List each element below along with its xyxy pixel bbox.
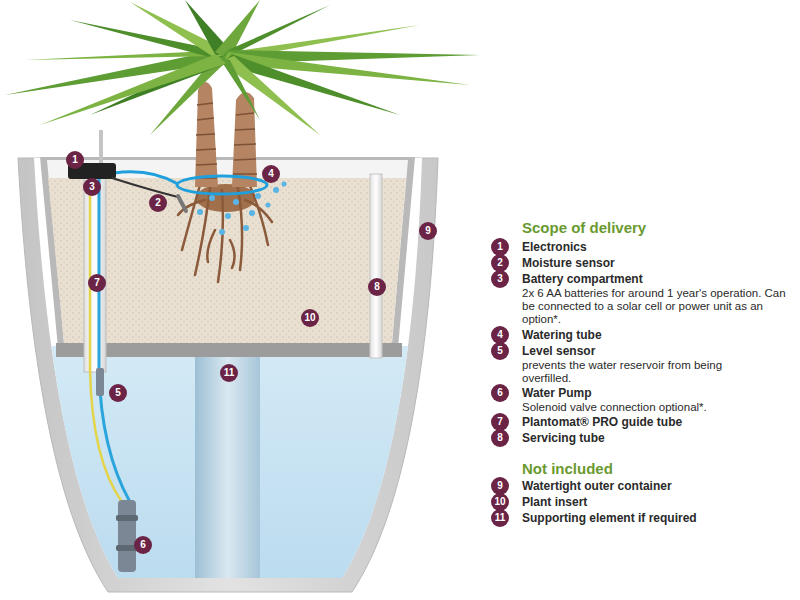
water-reservoir <box>0 346 800 600</box>
callout-number: 1 <box>66 151 84 169</box>
water-drop <box>266 203 271 208</box>
part-name: Level sensor <box>522 344 595 358</box>
callout-number: 3 <box>83 178 101 196</box>
water-drop <box>273 187 279 193</box>
root-ball <box>196 184 256 212</box>
part-name: Watering tube <box>522 328 602 342</box>
insert-bottom <box>56 343 402 357</box>
callout-number: 4 <box>262 165 280 183</box>
servicing-tube <box>370 174 382 358</box>
section-heading: Scope of delivery <box>522 219 646 236</box>
list-number: 5 <box>491 342 509 360</box>
water-hose <box>99 172 130 502</box>
part-name: Plantomat® PRO guide tube <box>522 415 682 429</box>
guide-tube <box>84 172 106 372</box>
leaf <box>222 54 400 115</box>
section-heading: Not included <box>522 460 613 477</box>
callout-number: 7 <box>88 274 106 292</box>
part-name: Water Pump <box>522 386 592 400</box>
water-drop <box>282 182 287 187</box>
cable <box>99 130 103 164</box>
leaf <box>220 56 320 135</box>
roots <box>178 185 272 282</box>
callout-number: 9 <box>419 222 437 240</box>
pump-wire <box>90 170 122 502</box>
part-name: Moisture sensor <box>522 256 615 270</box>
leaf <box>218 56 260 120</box>
callout-number: 11 <box>220 364 238 382</box>
part-description: prevents the water reservoir from being … <box>522 359 737 385</box>
moisture-probe <box>178 196 186 211</box>
trunk <box>232 92 257 187</box>
watering-ring <box>177 176 267 194</box>
part-name: Electronics <box>522 240 587 254</box>
water-drop <box>225 213 231 219</box>
part-description: Solenoid valve connection optional*. <box>522 401 794 414</box>
part-name: Watertight outer container <box>522 479 672 493</box>
water-drop <box>197 209 203 215</box>
callout-number: 5 <box>109 384 127 402</box>
water-drop <box>219 229 225 235</box>
supporting-element <box>195 356 260 578</box>
callout-number: 6 <box>134 536 152 554</box>
list-number: 3 <box>491 270 509 288</box>
callout-number: 10 <box>301 309 319 327</box>
part-name: Supporting element if required <box>522 511 697 525</box>
callout-number: 8 <box>368 278 386 296</box>
part-description: 2x 6 AA batteries for around 1 year's op… <box>522 287 794 326</box>
list-number: 11 <box>491 509 509 527</box>
water-drop <box>255 193 261 199</box>
level-sensor <box>96 368 104 396</box>
pump-band <box>116 515 138 521</box>
water-drop <box>233 199 239 205</box>
part-name: Battery compartment <box>522 272 643 286</box>
water-pump <box>118 500 136 572</box>
list-number: 8 <box>491 429 509 447</box>
water-drop <box>243 225 249 231</box>
list-number: 6 <box>491 384 509 402</box>
part-name: Servicing tube <box>522 431 605 445</box>
part-name: Plant insert <box>522 495 587 509</box>
sensor-wire <box>112 178 178 197</box>
callout-number: 2 <box>149 194 167 212</box>
leaf <box>40 54 226 125</box>
leaves <box>5 0 480 135</box>
water-drop <box>249 210 255 216</box>
water-drop <box>209 195 215 201</box>
water-drops <box>197 182 287 236</box>
trunk-rings <box>196 103 257 178</box>
